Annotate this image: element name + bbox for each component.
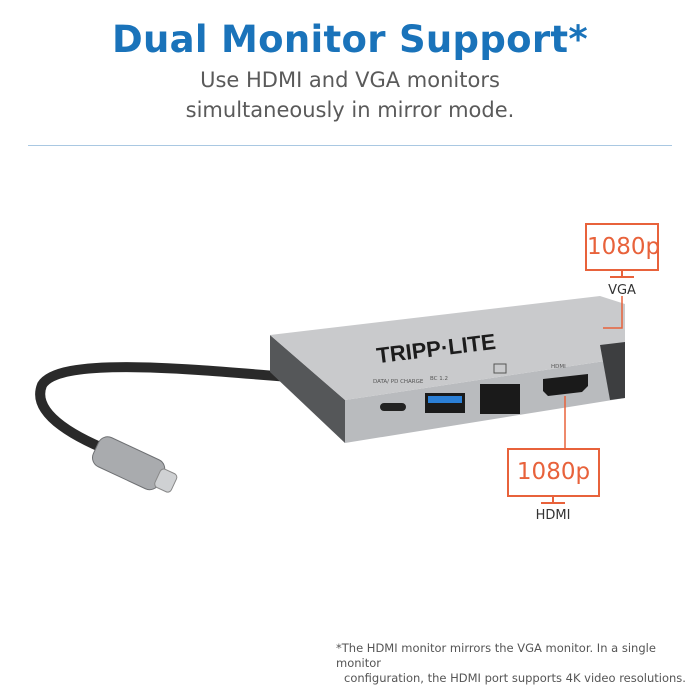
vga-label: VGA	[608, 283, 636, 298]
hdmi-monitor-icon: 1080p	[507, 448, 600, 497]
port-label-hdmi: HDMI	[551, 364, 566, 370]
network-icon	[493, 363, 507, 374]
footnote-line-2: configuration, the HDMI port supports 4K…	[344, 671, 686, 685]
footnote: *The HDMI monitor mirrors the VGA monito…	[336, 641, 700, 686]
vga-resolution: 1080p	[587, 234, 661, 260]
subtitle-line-1: Use HDMI and VGA monitors	[200, 68, 500, 92]
divider	[28, 145, 672, 146]
hdmi-label: HDMI	[535, 508, 571, 523]
vga-connector-line	[603, 296, 623, 329]
hdmi-port	[543, 374, 588, 396]
page-title: Dual Monitor Support*	[111, 18, 589, 61]
hdmi-resolution: 1080p	[516, 459, 591, 485]
port-label-usbc: DATA/ PD CHARGE	[373, 379, 424, 385]
usb-c-port	[380, 403, 406, 411]
subtitle-line-2: simultaneously in mirror mode.	[185, 98, 515, 122]
vga-monitor-icon: 1080p	[585, 223, 661, 271]
usb-c-cable	[35, 362, 305, 460]
device-left-side	[270, 335, 345, 443]
footnote-line-1: *The HDMI monitor mirrors the VGA monito…	[336, 641, 656, 670]
usb-c-plug	[92, 436, 178, 493]
port-label-usba: BC 1.2	[430, 376, 448, 382]
ethernet-port	[480, 384, 520, 414]
device-top-face	[270, 296, 625, 400]
